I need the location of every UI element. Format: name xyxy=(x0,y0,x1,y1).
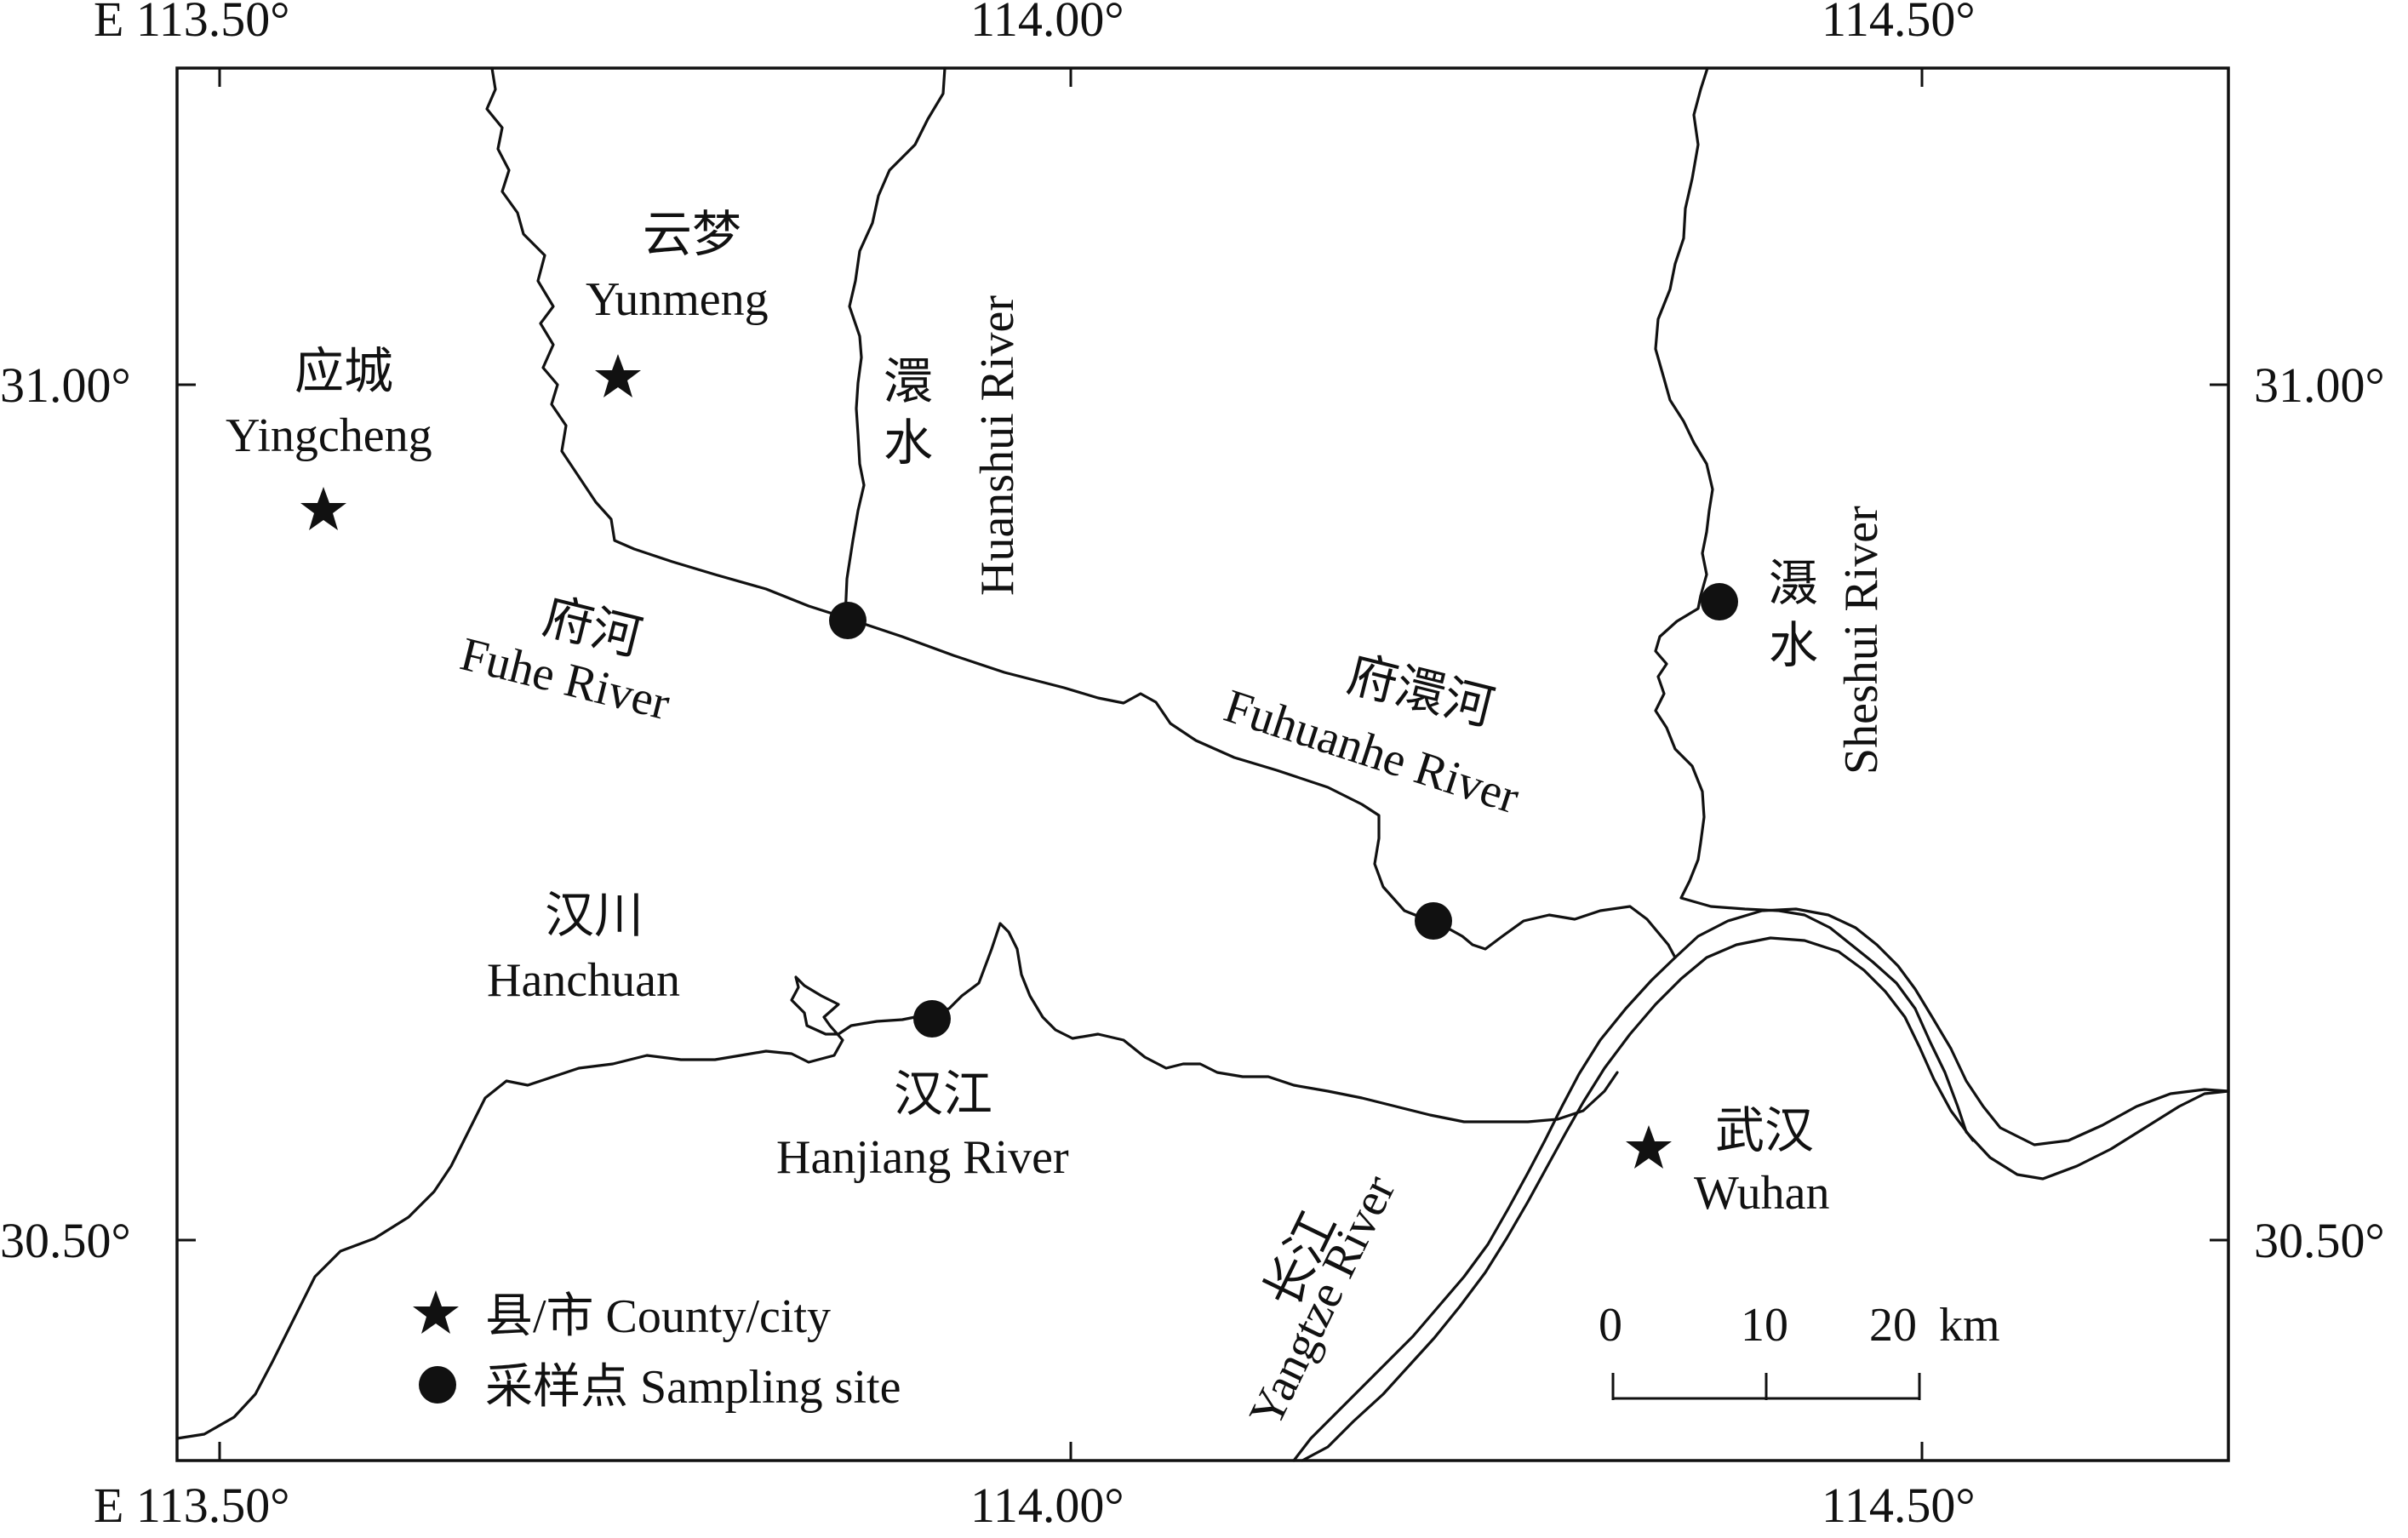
scale-label-10: 10 xyxy=(1741,1299,1788,1352)
legend-county-label: 县/市 County/city xyxy=(485,1290,831,1343)
hanjiang-river-line xyxy=(175,922,1619,1440)
fuhe-river-line xyxy=(485,66,1677,959)
huanshui-cn-label-1: 澴 xyxy=(884,354,933,409)
scale-bar: 0 10 20 km xyxy=(1599,1299,2000,1400)
sheshui-river-line xyxy=(1654,66,2230,1181)
huanshui-river-line xyxy=(844,66,947,619)
yingcheng-cn-label: 应城 xyxy=(295,344,393,399)
scale-unit-label: km xyxy=(1939,1299,2000,1352)
star-icon xyxy=(300,487,346,530)
hanjiang-cn-label: 汉江 xyxy=(894,1066,992,1122)
star-icon xyxy=(595,354,641,397)
yunmeng-en-label: Yunmeng xyxy=(586,273,769,326)
sheshui-en-label: Sheshui River xyxy=(1835,506,1888,775)
scale-label-20: 20 xyxy=(1869,1299,1917,1352)
bottom-tick-label-2: 114.00° xyxy=(970,1478,1124,1533)
yangtze-river-lower-bank xyxy=(1292,956,1677,1462)
wuhan-en-label: Wuhan xyxy=(1694,1167,1829,1220)
hanchuan-en-label: Hanchuan xyxy=(487,954,680,1007)
hanjiang-en-label: Hanjiang River xyxy=(776,1131,1069,1184)
filled-circle-icon xyxy=(913,1000,951,1038)
filled-circle-icon xyxy=(829,602,867,639)
right-tick-label-1: 31.00° xyxy=(2254,357,2385,413)
huanshui-cn-label-2: 水 xyxy=(884,415,933,471)
yangtze-river-upper-bank xyxy=(1673,907,2230,1146)
scale-label-0: 0 xyxy=(1599,1299,1622,1352)
yangtze-river-inner-bank xyxy=(1301,936,1975,1462)
river-lines xyxy=(175,66,2230,1462)
yunmeng-cn-label: 云梦 xyxy=(643,207,741,262)
sheshui-cn-label-1: 滠 xyxy=(1769,556,1818,611)
yingcheng-en-label: Yingcheng xyxy=(226,409,432,462)
tick-marks xyxy=(177,68,2228,1461)
filled-circle-icon xyxy=(1415,902,1452,940)
legend-site-label: 采样点 Sampling site xyxy=(485,1361,901,1414)
top-tick-label-2: 114.00° xyxy=(970,0,1124,47)
top-tick-label-1: E 113.50° xyxy=(94,0,289,47)
hanchuan-cn-label: 汉川 xyxy=(545,888,643,943)
left-tick-label-1: 31.00° xyxy=(0,357,131,413)
left-tick-label-2: 30.50° xyxy=(0,1213,131,1268)
legend-filled-circle-icon xyxy=(419,1366,456,1404)
legend-star-icon xyxy=(413,1290,459,1334)
star-icon xyxy=(1626,1125,1672,1169)
map-frame xyxy=(175,66,2230,1462)
huanshui-en-label: Huanshui River xyxy=(971,295,1024,596)
sheshui-cn-label-2: 水 xyxy=(1769,618,1818,673)
filled-circle-icon xyxy=(1701,583,1738,620)
bottom-tick-label-3: 114.50° xyxy=(1822,1478,1976,1533)
bottom-tick-label-1: E 113.50° xyxy=(94,1478,289,1533)
county-markers xyxy=(300,354,1672,1169)
top-tick-label-3: 114.50° xyxy=(1822,0,1976,47)
right-tick-label-2: 30.50° xyxy=(2254,1213,2385,1268)
legend: 县/市 County/city 采样点 Sampling site xyxy=(413,1290,901,1414)
sampling-site-markers xyxy=(829,583,1738,1038)
wuhan-cn-label: 武汉 xyxy=(1715,1103,1814,1158)
